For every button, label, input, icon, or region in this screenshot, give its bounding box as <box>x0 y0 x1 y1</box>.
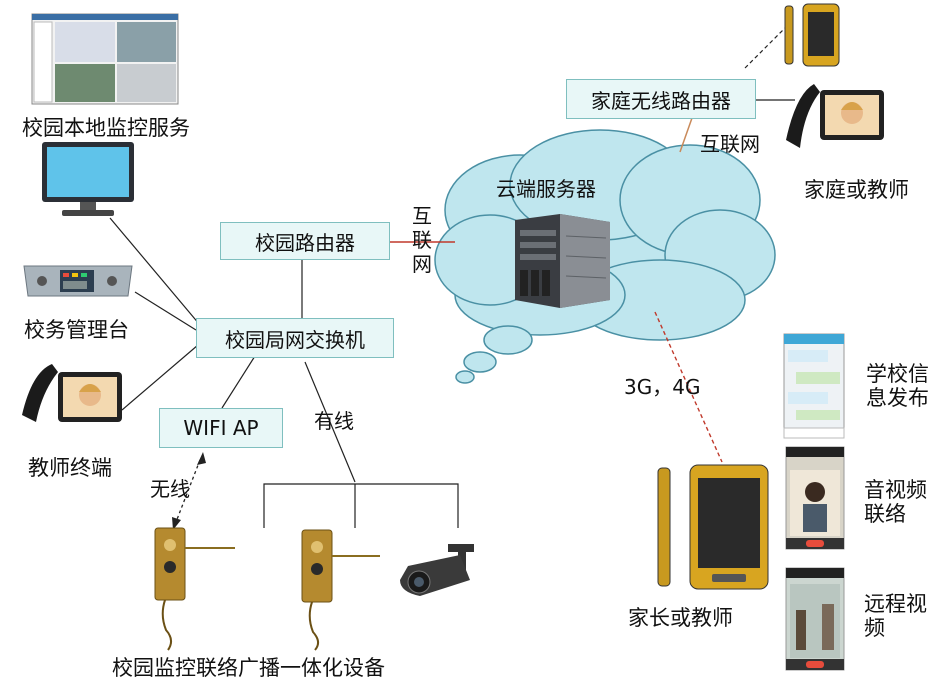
label-home-or-teacher: 家庭或教师 <box>804 178 909 202</box>
campus-router-label: 校园路由器 <box>255 230 355 255</box>
teacher-video-phone-image <box>22 364 122 422</box>
cloud-server-image <box>515 214 610 308</box>
campus-router-box[interactable]: 校园路由器 <box>220 222 390 260</box>
arrowhead-up <box>197 452 206 465</box>
label-integrated-device: 校园监控联络广播一体化设备 <box>112 656 385 680</box>
link-teacher-switch <box>121 344 199 411</box>
link-monitor-switch <box>109 217 201 326</box>
cloud-bubble-large <box>483 325 533 355</box>
home-router-label: 家庭无线路由器 <box>591 88 731 113</box>
app-screen-av-image <box>785 446 845 550</box>
label-wired: 有线 <box>314 409 354 433</box>
label-cloud-server: 云端服务器 <box>496 177 596 201</box>
monitor-screenshot-image <box>31 13 179 105</box>
broadcast-device-2-image <box>301 529 380 651</box>
label-feature-av: 音视频 联络 <box>864 478 927 527</box>
label-feature-info: 学校信 息发布 <box>866 362 929 411</box>
label-local-monitor: 校园本地监控服务 <box>22 116 190 140</box>
lan-switch-box[interactable]: 校园局网交换机 <box>196 318 394 358</box>
admin-console-image <box>23 265 133 297</box>
link-switch-wired <box>304 361 356 483</box>
link-switch-wifi <box>221 355 256 409</box>
wired-bus <box>263 483 459 528</box>
link-console-switch <box>134 291 197 331</box>
cloud-bubble-mid <box>463 351 497 373</box>
app-screen-remote-image <box>785 567 845 671</box>
wifi-ap-box[interactable]: WIFI AP <box>159 408 283 448</box>
label-teacher-terminal: 教师终端 <box>28 456 112 480</box>
label-internet-right: 互联网 <box>700 132 760 156</box>
cloud-bubble-small <box>455 370 475 384</box>
link-homerouter-phone <box>744 27 786 69</box>
label-feature-remote: 远程视 频 <box>864 592 927 641</box>
link-mobile-cloud <box>654 311 723 463</box>
wireless-link-arrow <box>175 459 201 523</box>
desktop-monitor-image <box>42 142 134 216</box>
lan-switch-label: 校园局网交换机 <box>225 327 365 352</box>
rugged-phone-bottom-image <box>657 464 769 590</box>
security-camera-image <box>400 544 474 596</box>
label-internet-vertical: 互 联 网 <box>412 204 432 276</box>
label-parent-or-teacher: 家长或教师 <box>628 606 733 630</box>
app-screen-info-image <box>783 333 845 439</box>
rugged-phone-top-image <box>784 3 840 67</box>
label-admin-console: 校务管理台 <box>24 318 129 342</box>
home-video-phone-image <box>786 84 884 148</box>
home-router-box[interactable]: 家庭无线路由器 <box>566 79 756 119</box>
link-cloud-homerouter <box>679 117 693 153</box>
wifi-ap-label: WIFI AP <box>183 416 259 440</box>
label-mobile-net: 3G，4G <box>624 375 701 399</box>
broadcast-device-1-image <box>154 527 235 651</box>
label-wireless: 无线 <box>150 477 190 501</box>
arrowhead-down <box>172 517 181 530</box>
